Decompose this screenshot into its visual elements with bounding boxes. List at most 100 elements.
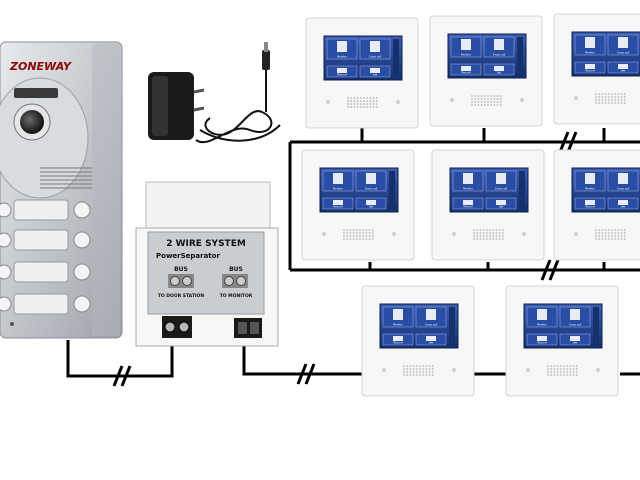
tile-label: Set <box>573 341 577 345</box>
tile-icon <box>426 336 436 341</box>
tile-icon <box>366 200 376 205</box>
tile-label: Monitor <box>585 51 596 55</box>
tile-icon <box>585 37 595 48</box>
screen-tile: Cross call <box>356 171 386 191</box>
microphone-icon <box>450 98 454 102</box>
screen-tile: Monitor <box>323 171 353 191</box>
screen-tile: Monitor <box>527 307 557 327</box>
separator-title: 2 WIRE SYSTEM <box>166 239 246 249</box>
tile-icon <box>393 336 403 341</box>
tile-label: Set <box>499 205 503 209</box>
tile-label: Monitor <box>461 53 472 57</box>
tile-label: Cross call <box>617 187 630 191</box>
status-strip <box>519 171 525 209</box>
tile-icon <box>333 173 343 184</box>
screen-tile: Cross call <box>608 171 638 191</box>
screen-tile: Cross call <box>416 307 446 327</box>
tile-label: Monitor <box>337 55 348 59</box>
tile-icon <box>494 39 504 50</box>
indicator-led-icon <box>596 368 600 372</box>
tile-label: Monitor <box>585 187 596 191</box>
door-station-brand: ZONEWAY <box>9 60 72 73</box>
screen-tile: Cross call <box>484 37 514 57</box>
screen-tile: Set <box>360 66 390 77</box>
door-station: ZONEWAY <box>0 42 122 338</box>
screen-tile: Cross call <box>560 307 590 327</box>
tile-icon <box>585 200 595 205</box>
status-strip <box>393 39 399 77</box>
screen-tile: Record <box>575 62 605 73</box>
indoor-monitor: Monitor Cross callRecord Set <box>306 18 418 128</box>
screen-tile: Monitor <box>383 307 413 327</box>
screen-tile: Cross call <box>608 35 638 55</box>
power-separator: 2 WIRE SYSTEM PowerSeparator BUS BUS TO … <box>136 182 278 346</box>
tile-icon <box>496 173 506 184</box>
separator-subtitle: PowerSeparator <box>156 252 220 260</box>
screen-tile: Monitor <box>453 171 483 191</box>
tile-label: Monitor <box>463 187 474 191</box>
tile-icon <box>585 173 595 184</box>
tile-label: Set <box>369 205 373 209</box>
tile-icon <box>426 309 436 320</box>
tile-label: Set <box>373 73 377 77</box>
indicator-led-icon <box>520 98 524 102</box>
tile-label: Record <box>334 205 343 209</box>
screen-tile: Set <box>560 334 590 345</box>
tile-label: Record <box>338 73 347 77</box>
tile-label: Record <box>464 205 473 209</box>
tile-icon <box>570 309 580 320</box>
terminal-left-label: BUS <box>174 266 188 273</box>
tile-label: Monitor <box>393 323 404 327</box>
indoor-monitor: Monitor Cross callRecord Set <box>506 286 618 396</box>
screen-tile: Set <box>484 64 514 75</box>
screen-tile: Record <box>383 334 413 345</box>
tile-icon <box>570 336 580 341</box>
indoor-monitor: Monitor Cross callRecord Set <box>302 150 414 260</box>
tile-icon <box>461 66 471 71</box>
indoor-monitor: MonitorCross callRecordSet <box>554 150 640 260</box>
tile-label: Monitor <box>537 323 548 327</box>
screen-tile: Set <box>416 334 446 345</box>
tile-icon <box>496 200 506 205</box>
screen-tile: Cross call <box>486 171 516 191</box>
screen-tile: Record <box>323 198 353 209</box>
tile-icon <box>461 39 471 50</box>
tile-label: Monitor <box>333 187 344 191</box>
screen-tile: Set <box>356 198 386 209</box>
tile-label: Record <box>462 71 471 75</box>
tile-label: Set <box>621 69 625 73</box>
indicator-led-icon <box>396 100 400 104</box>
tile-label: Cross call <box>493 53 506 57</box>
screen-tile: Record <box>527 334 557 345</box>
tile-label: Cross call <box>365 187 378 191</box>
tile-icon <box>537 309 547 320</box>
screen-tile: Record <box>327 66 357 77</box>
microphone-icon <box>526 368 530 372</box>
tile-label: Set <box>621 205 625 209</box>
tile-icon <box>618 64 628 69</box>
screen-tile: Set <box>486 198 516 209</box>
tile-icon <box>618 200 628 205</box>
tile-icon <box>337 68 347 73</box>
tile-label: Cross call <box>425 323 438 327</box>
status-strip <box>449 307 455 345</box>
tile-label: Record <box>538 341 547 345</box>
tile-icon <box>537 336 547 341</box>
tile-label: Record <box>394 341 403 345</box>
terminal-right-caption: TO MONITOR <box>220 293 253 299</box>
tile-label: Cross call <box>369 55 382 59</box>
screen-tile: Monitor <box>575 171 605 191</box>
microphone-icon <box>574 96 578 100</box>
screen-tile: Cross call <box>360 39 390 59</box>
power-adapter <box>148 42 280 142</box>
tile-label: Cross call <box>495 187 508 191</box>
microphone-icon <box>574 232 578 236</box>
status-strip <box>389 171 395 209</box>
microphone-icon <box>382 368 386 372</box>
tile-label: Cross call <box>617 51 630 55</box>
tile-icon <box>463 173 473 184</box>
